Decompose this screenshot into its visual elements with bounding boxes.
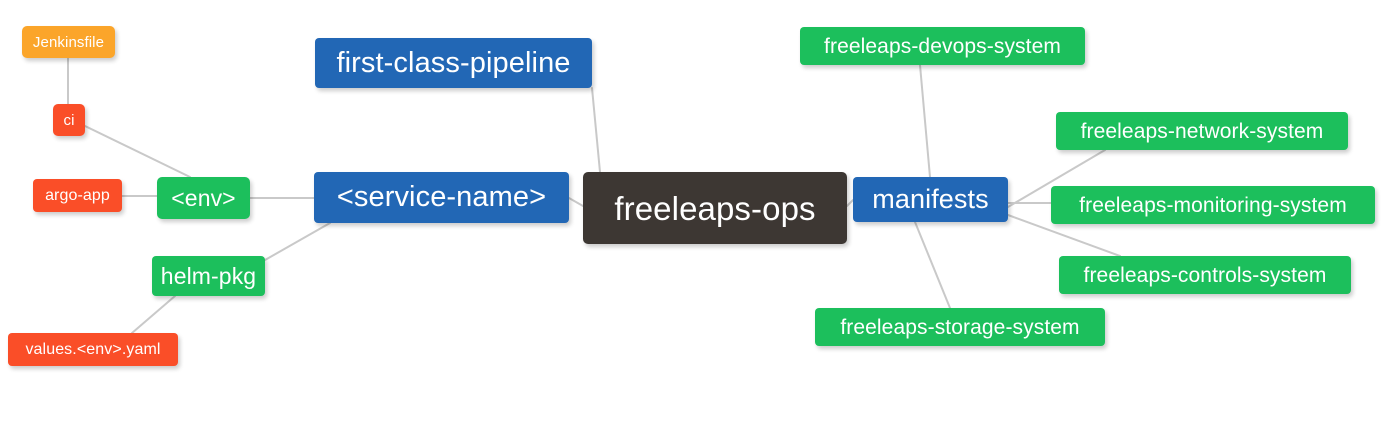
edge-env-to-ci xyxy=(84,125,191,178)
mindmap-node-helm-pkg[interactable]: helm-pkg xyxy=(152,256,265,296)
mindmap-node-label: freeleaps-controls-system xyxy=(1083,263,1327,287)
mindmap-node-label: <service-name> xyxy=(336,181,547,213)
mindmap-node-label: values.<env>.yaml xyxy=(25,340,161,358)
edge-helm-pkg-to-values-env-yaml xyxy=(131,295,176,334)
mindmap-node-values-env-yaml[interactable]: values.<env>.yaml xyxy=(8,333,178,366)
mindmap-node-freeleaps-storage-system[interactable]: freeleaps-storage-system xyxy=(815,308,1105,346)
mindmap-node-label: <env> xyxy=(171,184,236,211)
mindmap-node-freeleaps-monitoring-system[interactable]: freeleaps-monitoring-system xyxy=(1051,186,1375,224)
mindmap-node-label: Jenkinsfile xyxy=(32,33,105,51)
mindmap-node-label: freeleaps-ops xyxy=(614,189,816,227)
edge-manifests-to-freeleaps-storage-system xyxy=(914,221,951,309)
edge-service-name-to-helm-pkg xyxy=(264,222,331,261)
mindmap-node-label: freeleaps-storage-system xyxy=(840,315,1080,339)
edge-freeleaps-ops-to-first-class-pipeline xyxy=(591,87,601,173)
mindmap-node-label: freeleaps-monitoring-system xyxy=(1079,193,1347,217)
mindmap-node-label: first-class-pipeline xyxy=(336,46,571,79)
mindmap-node-service-name[interactable]: <service-name> xyxy=(314,172,569,223)
mindmap-node-manifests[interactable]: manifests xyxy=(853,177,1008,222)
mindmap-node-first-class-pipeline[interactable]: first-class-pipeline xyxy=(315,38,592,88)
mindmap-node-freeleaps-ops[interactable]: freeleaps-ops xyxy=(583,172,847,244)
mindmap-node-freeleaps-devops-system[interactable]: freeleaps-devops-system xyxy=(800,27,1085,65)
mindmap-node-env[interactable]: <env> xyxy=(157,177,250,219)
mindmap-node-label: helm-pkg xyxy=(160,262,257,289)
mindmap-node-argo-app[interactable]: argo-app xyxy=(33,179,122,212)
mindmap-node-jenkinsfile[interactable]: Jenkinsfile xyxy=(22,26,115,58)
edge-manifests-to-freeleaps-devops-system xyxy=(919,64,931,178)
mindmap-node-ci[interactable]: ci xyxy=(53,104,85,136)
mindmap-node-label: argo-app xyxy=(45,186,110,204)
mindmap-node-freeleaps-network-system[interactable]: freeleaps-network-system xyxy=(1056,112,1348,150)
mindmap-node-freeleaps-controls-system[interactable]: freeleaps-controls-system xyxy=(1059,256,1351,294)
mindmap-node-label: ci xyxy=(63,111,75,129)
mindmap-node-label: manifests xyxy=(872,184,989,214)
edge-freeleaps-ops-to-service-name xyxy=(568,197,584,207)
mindmap-node-label: freeleaps-devops-system xyxy=(824,34,1061,58)
mindmap-node-label: freeleaps-network-system xyxy=(1080,119,1324,143)
